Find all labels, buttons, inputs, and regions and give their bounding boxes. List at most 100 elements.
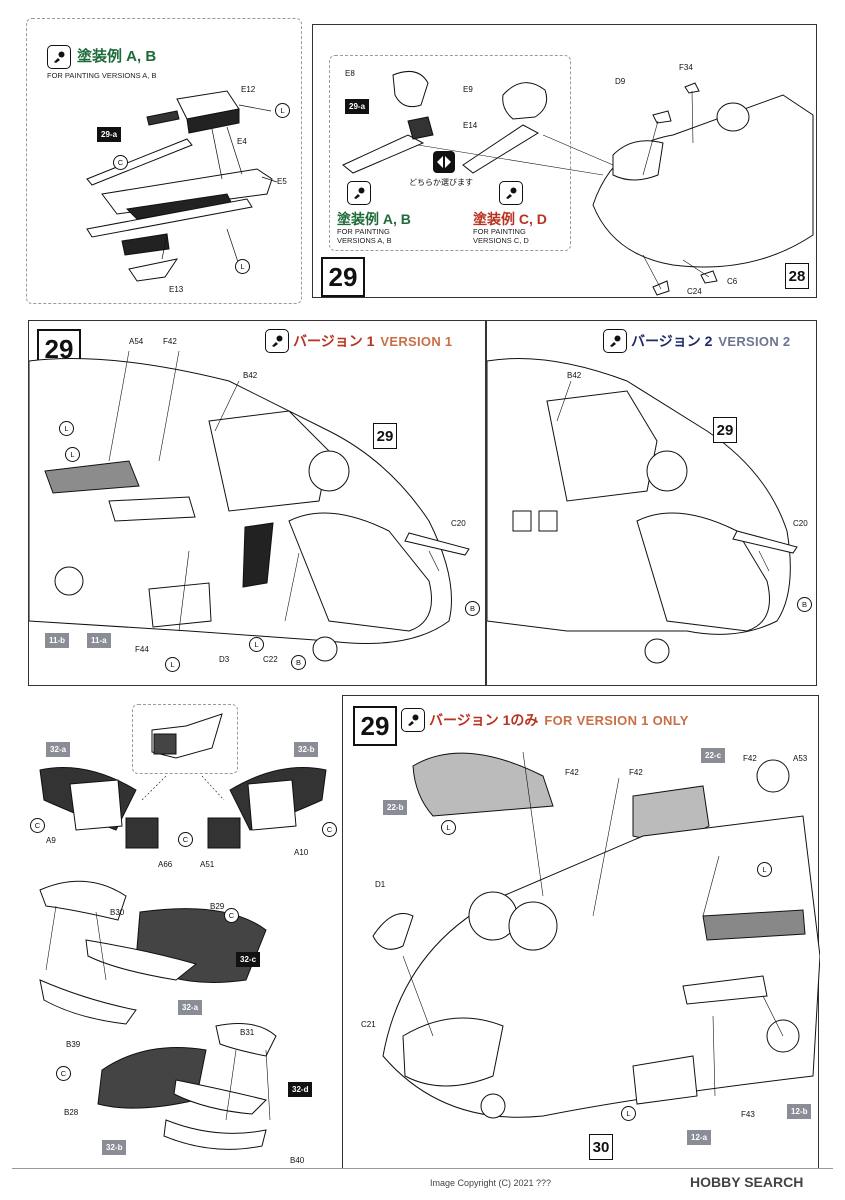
sub-step-tag: 32-a — [178, 1000, 203, 1015]
part-label: F42 — [163, 337, 177, 346]
part-label: D1 — [375, 880, 386, 889]
sub-step-tag: 12-a — [687, 1130, 712, 1145]
brush-icon — [347, 181, 371, 205]
sub-step-tag: 32-d — [288, 1082, 313, 1097]
painting-subtitle: FOR PAINTING VERSIONS A, B — [47, 71, 157, 80]
detail-callout — [132, 704, 238, 774]
part-label: F42 — [629, 768, 643, 777]
circle-marker: L — [441, 820, 456, 835]
helicopter-v1-drawing — [29, 350, 470, 662]
hobby-search-logo: HOBBY SEARCH — [690, 1174, 804, 1190]
part-label: C20 — [451, 519, 466, 528]
footer: Image Copyright (C) 2021 ??? HOBBY SEARC… — [0, 1168, 845, 1200]
panel-painting-ab: 塗装例 A, B FOR PAINTING VERSIONS A, B E12 … — [26, 18, 302, 304]
part-label: B42 — [567, 371, 582, 380]
brush-icon — [401, 708, 425, 732]
part-label: F34 — [679, 63, 693, 72]
circle-marker: C — [30, 818, 45, 833]
painting-ab-subtitle: FOR PAINTING VERSIONS A, B — [337, 227, 392, 245]
sub-step-tag: 22-c — [701, 748, 726, 763]
panel-cockpit-parts: 32-a 32-b 32-c 32-a 32-d 32-b A9 A66 A51… — [26, 700, 340, 1165]
circle-marker: L — [59, 421, 74, 436]
sub-step-tag: 29-a — [97, 127, 122, 142]
sub-step-tag: 32-a — [46, 742, 71, 757]
choice-note: どちらか選びます — [409, 178, 473, 187]
brush-icon — [603, 329, 627, 353]
part-label: C24 — [687, 287, 702, 296]
sub-step-tag: 12-b — [787, 1104, 812, 1119]
circle-marker: L — [621, 1106, 636, 1121]
step-number: 29 — [353, 706, 397, 746]
circle-marker: C — [322, 822, 337, 837]
part-label: F43 — [741, 1110, 755, 1119]
part-label: D9 — [615, 77, 626, 86]
part-label: D3 — [219, 655, 230, 664]
painting-cd-title: 塗装例 C, D — [473, 211, 547, 227]
part-label: E14 — [463, 121, 478, 130]
painting-choice-box — [329, 55, 571, 251]
part-label: E8 — [345, 69, 355, 78]
sub-step-number: 29 — [713, 417, 737, 443]
part-label: C6 — [727, 277, 738, 286]
circle-marker: C — [224, 908, 239, 923]
part-label: E4 — [237, 137, 247, 146]
part-label: A9 — [46, 836, 56, 845]
circle-marker: C — [56, 1066, 71, 1081]
gun-assembly-drawing — [86, 90, 278, 282]
version-jp: バージョン 1のみ — [429, 712, 539, 728]
version-en: VERSION 1 — [380, 334, 453, 349]
part-label: A66 — [158, 860, 173, 869]
part-label: B42 — [243, 371, 258, 380]
version-en: VERSION 2 — [718, 334, 791, 349]
sub-step-tag: 32-b — [102, 1140, 127, 1155]
circle-marker: L — [65, 447, 80, 462]
turret-options-drawing — [342, 70, 814, 296]
sub-step-tag: 29-a — [345, 99, 370, 114]
painting-title: 塗装例 A, B — [77, 48, 157, 65]
painting-cd-subtitle: FOR PAINTING VERSIONS C, D — [473, 227, 529, 245]
sub-step-tag: 11-b — [45, 633, 70, 648]
part-label: B31 — [240, 1028, 255, 1037]
part-label: E9 — [463, 85, 473, 94]
sub-step-tag: 32-b — [294, 742, 319, 757]
circle-marker: C — [178, 832, 193, 847]
panel-version-1-only: 29 バージョン 1のみ FOR VERSION 1 ONLY — [342, 695, 820, 1169]
version-title: バージョン 1 VERSION 1 — [293, 331, 452, 351]
circle-marker: L — [235, 259, 250, 274]
version-title: バージョン 2 VERSION 2 — [631, 331, 790, 351]
part-label: E12 — [241, 85, 256, 94]
sub-step-number: 28 — [785, 263, 809, 289]
sub-step-tag: 22-b — [383, 800, 408, 815]
circle-marker: L — [165, 657, 180, 672]
circle-marker: B — [797, 597, 812, 612]
panel-version-2: バージョン 2 VERSION 2 B42 C20 29 B — [486, 320, 817, 686]
part-label: B40 — [290, 1156, 305, 1165]
part-label: B39 — [66, 1040, 81, 1049]
step-number: 29 — [321, 257, 365, 297]
part-label: C20 — [793, 519, 808, 528]
part-label: F42 — [743, 754, 757, 763]
part-label: A51 — [200, 860, 215, 869]
brush-icon — [265, 329, 289, 353]
footer-divider — [12, 1168, 833, 1169]
part-label: B28 — [64, 1108, 79, 1117]
part-label: A53 — [793, 754, 808, 763]
version-jp: バージョン 2 — [631, 333, 713, 349]
part-label: F42 — [565, 768, 579, 777]
part-label: A10 — [294, 848, 309, 857]
version-en: FOR VERSION 1 ONLY — [544, 713, 689, 728]
sub-step-tag: 32-c — [236, 952, 261, 967]
painting-ab-title: 塗装例 A, B — [337, 211, 411, 227]
part-label: F44 — [135, 645, 149, 654]
part-label: B29 — [210, 902, 225, 911]
circle-marker: C — [113, 155, 128, 170]
cockpit-parts-drawing — [39, 713, 327, 1150]
circle-marker: B — [465, 601, 480, 616]
version-jp: バージョン 1 — [293, 333, 375, 349]
circle-marker: L — [275, 103, 290, 118]
part-label: C22 — [263, 655, 278, 664]
panel-step-29-painting: E8 E9 E14 D9 F34 C6 C24 29-a どちらか選びます 塗装… — [312, 24, 817, 298]
helicopter-v2-drawing — [487, 358, 798, 664]
part-label: E5 — [277, 177, 287, 186]
